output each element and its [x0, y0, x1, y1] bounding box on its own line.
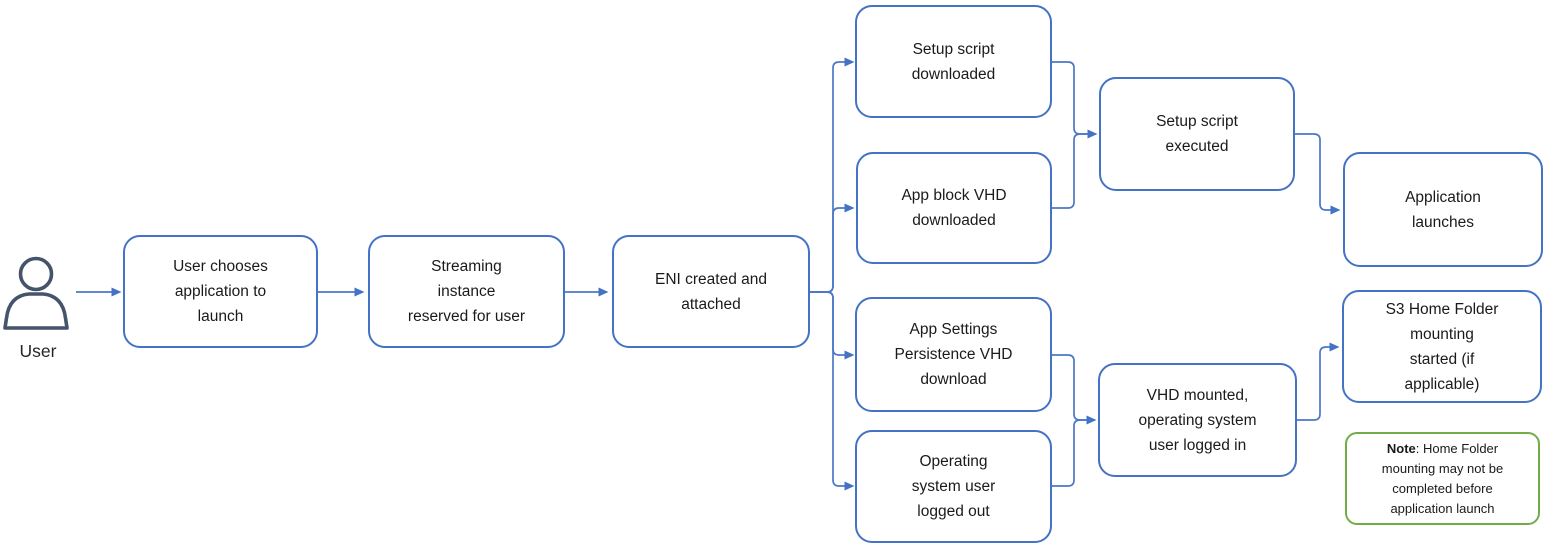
- connector-eni-to-app-block-vhd: [810, 203, 855, 293]
- connector-eni-to-setup-script-downloaded: [810, 57, 855, 293]
- connector-vhd-mounted-to-s3-home-folder: [1297, 342, 1340, 421]
- node-eni-created-attached: ENI created and attached: [612, 235, 810, 348]
- person-outline-icon: [3, 256, 69, 330]
- node-app-settings-persistence-vhd-download: App Settings Persistence VHD download: [855, 297, 1052, 412]
- note-text: Note: Home Folder mounting may not be co…: [1382, 439, 1503, 519]
- node-setup-script-executed: Setup script executed: [1099, 77, 1295, 191]
- node-vhd-mounted-os-user-logged-in: VHD mounted, operating system user logge…: [1098, 363, 1297, 477]
- note-box: Note: Home Folder mounting may not be co…: [1345, 432, 1540, 525]
- connector-eni-to-app-settings-vhd: [810, 291, 855, 360]
- connector-setup-downloaded-to-executed: [1052, 61, 1098, 139]
- connector-executed-to-application-launches: [1295, 133, 1341, 215]
- node-streaming-instance-reserved: Streaming instance reserved for user: [368, 235, 565, 348]
- connector-eni-to-os-user-logged-out: [810, 291, 855, 491]
- connector-app-block-to-executed: [1052, 133, 1088, 209]
- node-operating-system-user-logged-out: Operating system user logged out: [855, 430, 1052, 543]
- note-bold-label: Note: [1386, 440, 1416, 456]
- connector-app-settings-to-vhd-mounted: [1052, 354, 1097, 425]
- user-actor: User: [2, 250, 74, 362]
- node-user-chooses-application: User chooses application to launch: [123, 235, 318, 348]
- user-actor-label: User: [19, 341, 57, 361]
- node-s3-home-folder-mounting: S3 Home Folder mounting started (if appl…: [1342, 290, 1542, 403]
- note-body: : Home Folder mounting may not be comple…: [1381, 440, 1504, 516]
- node-app-block-vhd-downloaded: App block VHD downloaded: [856, 152, 1052, 264]
- connector-os-user-to-vhd-mounted: [1052, 419, 1087, 487]
- node-setup-script-downloaded: Setup script downloaded: [855, 5, 1052, 118]
- node-application-launches: Application launches: [1343, 152, 1543, 267]
